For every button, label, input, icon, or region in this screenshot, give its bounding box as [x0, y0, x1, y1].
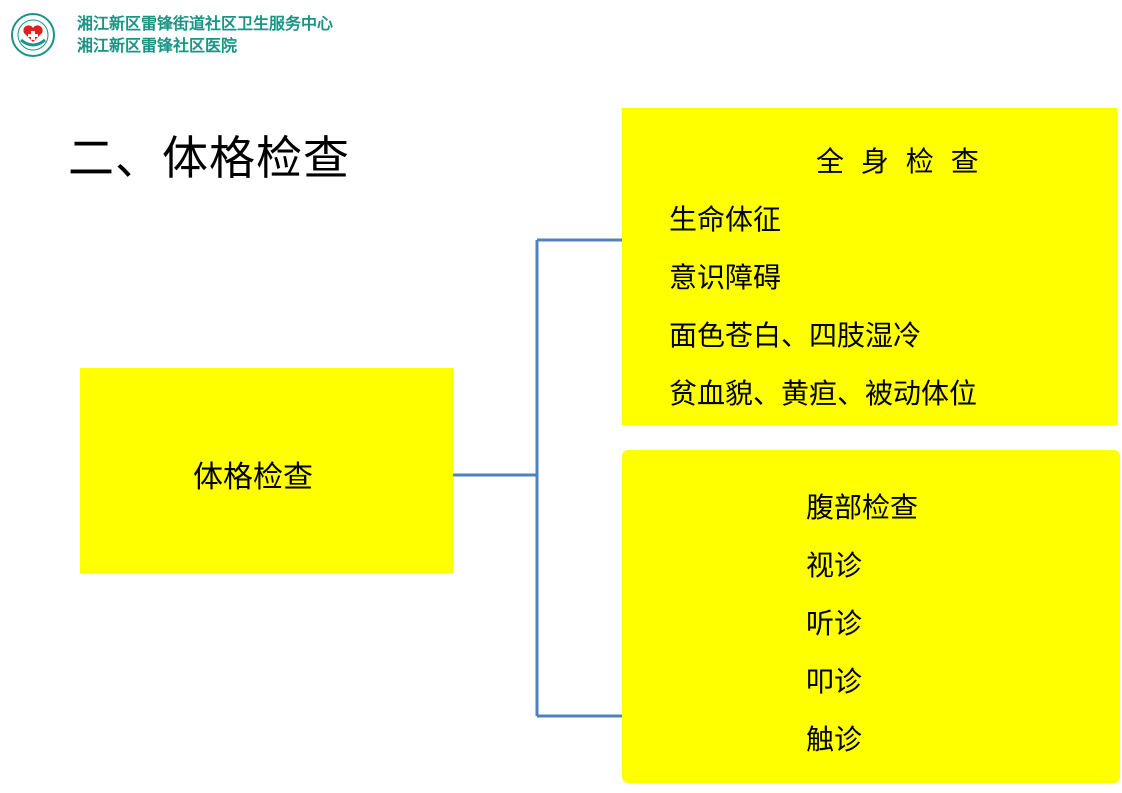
list-item: 贫血貌、黄疸、被动体位 [669, 377, 978, 410]
list-item: 触诊 [806, 723, 863, 756]
root-box: 体格检查 [80, 368, 453, 573]
list-item: 生命体征 [669, 203, 782, 236]
list-item: 面色苍白、四肢湿冷 [669, 319, 922, 352]
abdominal-exam-heading: 腹部检查 [806, 491, 919, 524]
list-item: 听诊 [806, 607, 863, 640]
list-item: 叩诊 [806, 665, 863, 698]
list-item: 视诊 [806, 549, 863, 582]
page-title: 二、体格检查 [68, 131, 350, 185]
org-name-line2: 湘江新区雷锋社区医院 [77, 36, 238, 55]
general-exam-heading: 全 身 检 查 [816, 145, 983, 178]
root-label: 体格检查 [193, 460, 313, 495]
general-exam-box: 全 身 检 查 生命体征 意识障碍 面色苍白、四肢湿冷 贫血貌、黄疸、被动体位 [622, 108, 1117, 425]
hospital-logo [11, 13, 55, 57]
list-item: 意识障碍 [669, 261, 782, 294]
org-name-line1: 湘江新区雷锋街道社区卫生服务中心 [77, 14, 334, 33]
abdominal-exam-box: 腹部检查 视诊 听诊 叩诊 触诊 [622, 450, 1120, 783]
